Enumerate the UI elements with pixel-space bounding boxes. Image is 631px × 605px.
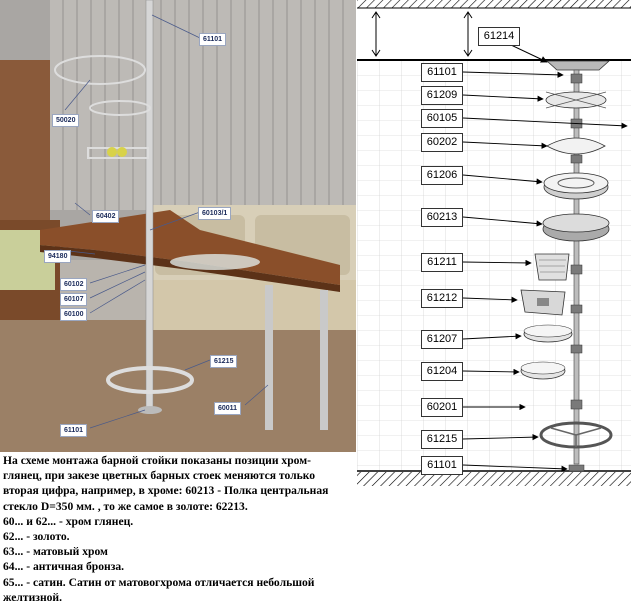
caption-line: 63... - матовый хром	[3, 545, 108, 559]
callout-label: 94180	[44, 250, 72, 263]
part-label: 60105	[421, 109, 463, 128]
callout-label: 61215	[210, 355, 238, 368]
part-label: 61215	[421, 430, 463, 449]
blind-slat	[120, 0, 132, 210]
blind-slat	[302, 0, 314, 210]
blind-slat	[78, 0, 90, 210]
blind-slat	[134, 0, 146, 210]
caption-line: 65... - сатин. Сатин от матовогхрома отл…	[3, 575, 315, 589]
part-label: 60213	[421, 208, 463, 227]
caption-line: 64... - античная бронза.	[3, 560, 125, 574]
callout-label: 60011	[214, 402, 242, 415]
blind-slat	[330, 0, 342, 210]
blind-slat	[274, 0, 286, 210]
part-label: 61209	[421, 86, 463, 105]
callout-label: 50020	[52, 114, 80, 127]
blind-slat	[50, 0, 62, 210]
blind-slat	[64, 0, 76, 210]
mounting-schematic: 61214 61101 61209 60105 60202 61206 6021…	[357, 0, 631, 490]
blind-slat	[162, 0, 174, 210]
blind-slat	[106, 0, 118, 210]
blind-slat	[204, 0, 216, 210]
part-label-61214: 61214	[478, 27, 520, 46]
part-label: 61101	[421, 456, 463, 475]
blind-slat	[246, 0, 258, 210]
caption-line: стекло D=350 мм. , то же самое в золоте:…	[3, 499, 248, 513]
caption-line: 60... и 62... - хром глянец.	[3, 514, 134, 528]
photo-illustration	[0, 0, 356, 452]
callout-label: 61101	[60, 424, 88, 437]
caption-line: вторая цифра, например, в хроме: 60213 -…	[3, 484, 329, 498]
bar-counter-photo: 61101 50020 60402 60103/1 94180 60102 60…	[0, 0, 356, 452]
callout-label: 60102	[60, 278, 88, 291]
blind-slat	[260, 0, 272, 210]
part-label: 60202	[421, 133, 463, 152]
caption-line: желтизной.	[3, 590, 62, 604]
blind-slat	[344, 0, 356, 210]
callout-label: 61101	[199, 33, 227, 46]
callout-label: 60103/1	[198, 207, 232, 220]
blind-slat	[190, 0, 202, 210]
callout-label: 60100	[60, 308, 88, 321]
part-label: 60201	[421, 398, 463, 417]
caption-line: глянец, при закезе цветных барных стоек …	[3, 469, 316, 483]
callout-label: 60107	[60, 293, 88, 306]
part-label: 61204	[421, 362, 463, 381]
blind-slat	[232, 0, 244, 210]
part-label: 61212	[421, 289, 463, 308]
blind-slat	[218, 0, 230, 210]
part-label: 61206	[421, 166, 463, 185]
part-label: 61101	[421, 63, 463, 82]
blind-slat	[316, 0, 328, 210]
caption-line: 62... - золото.	[3, 530, 70, 544]
schematic-drawing	[357, 0, 631, 486]
part-label: 61211	[421, 253, 463, 272]
part-label: 61207	[421, 330, 463, 349]
blind-slat	[288, 0, 300, 210]
callout-label: 60402	[92, 210, 120, 223]
caption-text: На схеме монтажа барной стойки показаны …	[3, 453, 355, 605]
blind-slat	[176, 0, 188, 210]
caption-line: На схеме монтажа барной стойки показаны …	[3, 454, 311, 467]
